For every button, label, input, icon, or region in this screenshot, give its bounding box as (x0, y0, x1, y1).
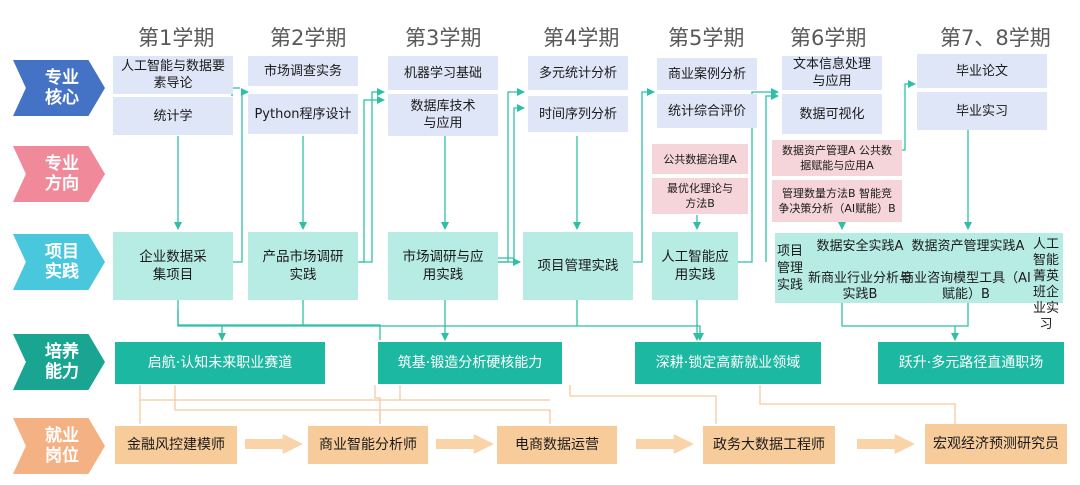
term-1-header: 第1学期 (138, 26, 215, 50)
project-group-title: 项目管理实践 (776, 244, 803, 293)
core-course-business-cases: 商业案例分析 (657, 58, 757, 90)
core-course-thesis: 毕业论文 (917, 54, 1047, 88)
project-data-asset-practice: 数据资产管理实践A (911, 239, 1025, 254)
term-4-header: 第4学期 (543, 26, 620, 50)
career-arrow-3 (636, 434, 694, 454)
core-course-statistics: 统计学 (113, 97, 233, 135)
career-financial-risk-modeler: 金融风控建模师 (115, 426, 237, 464)
project-market-research-application: 市场调研与应用实践 (388, 232, 498, 300)
term-7-8-header: 第7、8学期 (940, 26, 1051, 50)
category-core: 专业核心 (13, 60, 105, 116)
core-course-internship: 毕业实习 (917, 92, 1047, 130)
ability-foundation: 筑基·锻造分析硬核能力 (378, 342, 562, 384)
category-ability-label: 培养能力 (45, 342, 79, 382)
core-course-machine-learning: 机器学习基础 (388, 56, 498, 90)
project-ai-elite-internship: 人工智能菁英班企业实习 (1032, 237, 1059, 332)
category-direction: 专业方向 (13, 146, 105, 202)
core-course-database: 数据库技术与应用 (388, 94, 498, 136)
direction-course-data-asset-management: 数据资产管理A 公共数据赋能与应用A (772, 140, 902, 176)
direction-course-public-data-governance: 公共数据治理A (652, 144, 748, 174)
career-arrow-2 (436, 434, 494, 454)
term-6-header: 第6学期 (790, 26, 867, 50)
core-course-comprehensive-evaluation: 统计综合评价 (657, 94, 757, 128)
ability-deepen: 深耕·锁定高薪就业领域 (635, 342, 821, 384)
term-2-header: 第2学期 (270, 26, 347, 50)
career-arrow-1 (245, 434, 303, 454)
project-product-market-research: 产品市场调研实践 (248, 232, 358, 300)
career-macro-economic-researcher: 宏观经济预测研究员 (925, 424, 1067, 464)
project-management-practice: 项目管理实践 (523, 232, 633, 300)
direction-course-optimization: 最优化理论与方法B (652, 178, 748, 214)
category-project-label: 项目实践 (45, 242, 79, 282)
project-data-security: 数据安全实践A (816, 239, 904, 254)
category-career: 就业岗位 (13, 418, 105, 474)
core-course-data-visualization: 数据可视化 (782, 94, 882, 134)
term-5-header: 第5学期 (668, 26, 745, 50)
career-bi-analyst: 商业智能分析师 (308, 426, 428, 464)
project-business-consulting-tools: 商业咨询模型工具（AI赋能）B (901, 271, 1031, 302)
career-arrow-4 (857, 434, 915, 454)
category-career-label: 就业岗位 (45, 426, 79, 466)
career-gov-big-data-engineer: 政务大数据工程师 (703, 426, 835, 464)
term-3-header: 第3学期 (405, 26, 482, 50)
project-new-business-analysis: 新商业行业分析与实践B (807, 271, 912, 302)
project-enterprise-data-collection: 企业数据采集项目 (113, 232, 233, 300)
core-course-python: Python程序设计 (248, 94, 358, 134)
core-course-text-processing: 文本信息处理与应用 (782, 56, 882, 90)
category-ability: 培养能力 (13, 334, 105, 390)
category-core-label: 专业核心 (45, 68, 79, 108)
project-group-terms-6-8: 项目管理实践 数据安全实践A 新商业行业分析与实践B 数据资产管理实践A 商业咨… (775, 233, 1063, 332)
ability-launch: 启航·认知未来职业赛道 (115, 342, 325, 384)
core-course-ai-data-intro: 人工智能与数据要素导论 (113, 56, 233, 94)
category-project: 项目实践 (13, 234, 105, 290)
core-course-market-survey: 市场调查实务 (248, 56, 358, 86)
core-course-multivariate-stats: 多元统计分析 (528, 56, 628, 90)
direction-course-decision-analysis: 管理数量方法B 智能竞争决策分析（AI赋能）B (772, 180, 902, 222)
career-ecommerce-operations: 电商数据运营 (497, 426, 617, 464)
category-direction-label: 专业方向 (45, 154, 79, 194)
ability-rise: 跃升·多元路径直通职场 (878, 342, 1064, 384)
project-ai-application: 人工智能应用实践 (652, 232, 738, 300)
core-course-time-series: 时间序列分析 (528, 96, 628, 132)
